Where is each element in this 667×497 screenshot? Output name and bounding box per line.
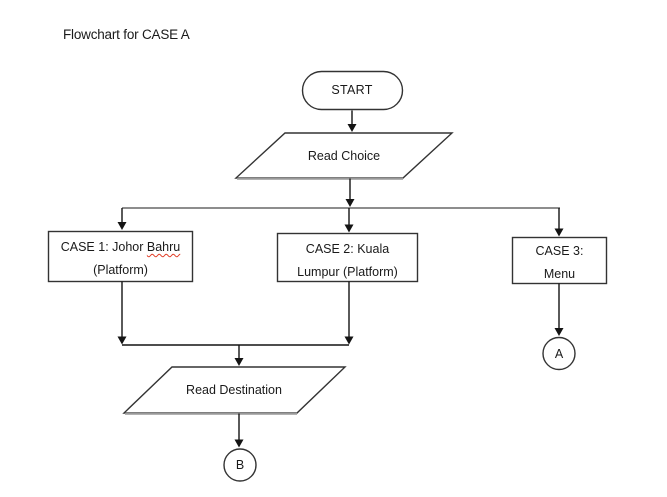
page-title: Flowchart for CASE A xyxy=(63,27,190,42)
case3-label-line2: Menu xyxy=(543,267,576,281)
case2-label-line2: Lumpur (Platform) xyxy=(297,265,398,279)
connector-a-shape xyxy=(542,336,576,371)
case2-process-shape xyxy=(276,232,419,283)
case2-label-line1: CASE 2: Kuala xyxy=(305,242,390,256)
arrowhead-merge-readdestination xyxy=(234,358,244,366)
case2-label: CASE 2: Kuala Lumpur (Platform) xyxy=(277,238,418,284)
case1-label-line2: (Platform) xyxy=(93,263,148,277)
read-destination-label: Read Destination xyxy=(186,383,282,397)
case1-label: CASE 1: Johor Bahru (Platform) xyxy=(48,236,193,282)
arrowhead-case1-merge xyxy=(117,336,127,345)
arrowhead-branch-case3 xyxy=(554,228,564,237)
case1-process-shape xyxy=(47,230,194,283)
start-label: START xyxy=(331,83,373,97)
start-terminator-shape xyxy=(301,70,404,111)
case1-label-line1-prefix: CASE 1: Johor xyxy=(60,240,147,254)
connector-a-label: A xyxy=(554,346,564,361)
case3-label: CASE 3: Menu xyxy=(512,240,607,286)
case1-label-line1: CASE 1: Johor Bahru xyxy=(48,236,193,259)
arrowhead-readdestination-b xyxy=(234,439,244,448)
arrowhead-readchoice-branch xyxy=(345,199,355,207)
arrowhead-branch-case1 xyxy=(117,222,127,230)
read-choice-label: Read Choice xyxy=(307,148,381,163)
arrowhead-case3-a xyxy=(554,328,564,336)
arrowhead-start-readchoice xyxy=(347,124,357,132)
connector-b-shape xyxy=(223,448,257,482)
case3-label-line1: CASE 3: xyxy=(535,244,584,258)
arrowhead-case2-merge xyxy=(344,336,354,345)
arrowhead-branch-case2 xyxy=(344,224,354,233)
connector-b-label: B xyxy=(235,458,245,472)
case1-label-misspelled-word: Bahru xyxy=(146,240,181,254)
